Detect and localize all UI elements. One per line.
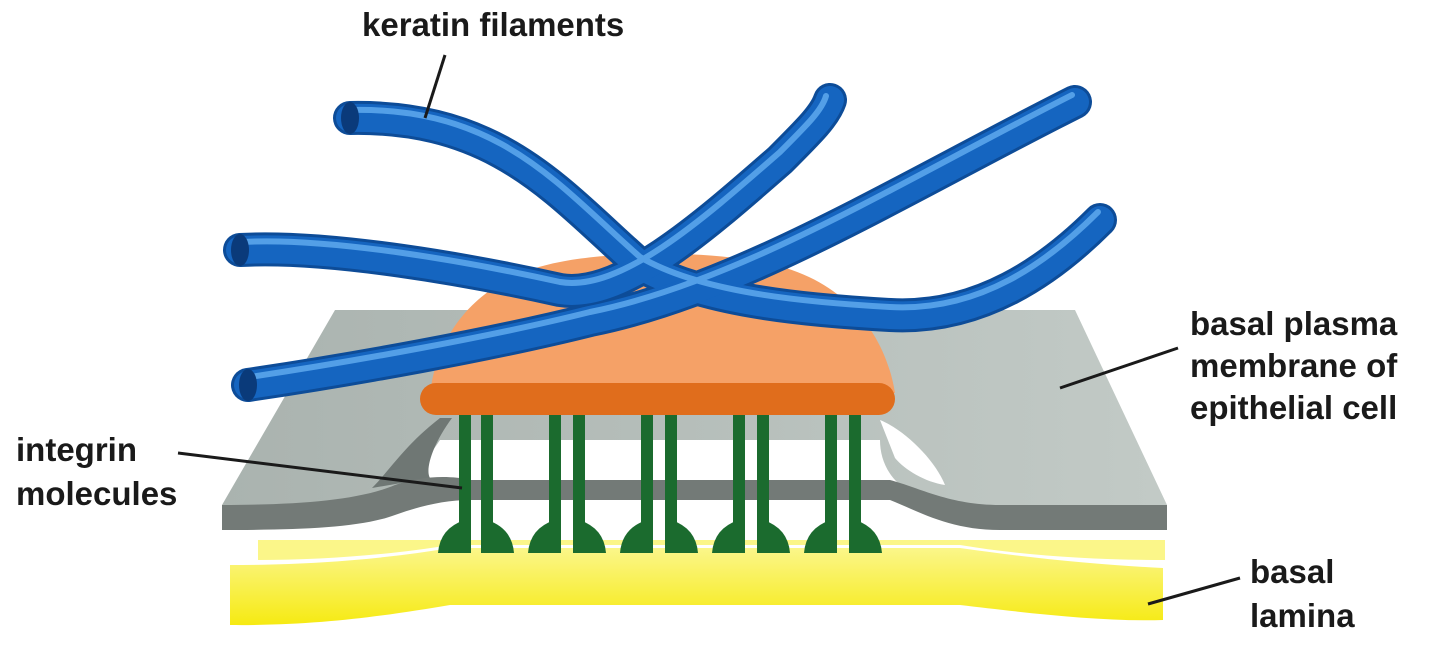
membrane-label-line-2: membrane of bbox=[1190, 347, 1398, 384]
leader-lines bbox=[177, 54, 1241, 606]
integrin-label-line-2: molecules bbox=[16, 475, 177, 512]
keratin-leader-line bbox=[423, 54, 447, 119]
integrin-feet bbox=[438, 520, 882, 553]
integrin-foot bbox=[763, 520, 790, 553]
integrin-stalk bbox=[757, 410, 769, 553]
integrin-molecules bbox=[459, 410, 861, 553]
integrin-foot bbox=[804, 520, 831, 553]
integrin-stalk bbox=[849, 410, 861, 553]
keratin-filament-2-body bbox=[226, 86, 844, 305]
integrin-foot bbox=[855, 520, 882, 553]
integrin-foot bbox=[528, 520, 555, 553]
integrin-foot bbox=[579, 520, 606, 553]
integrin-foot bbox=[712, 520, 739, 553]
lamina-leader-line bbox=[1147, 576, 1241, 606]
keratin-filament-2-highlight bbox=[239, 93, 829, 286]
integrin-foot bbox=[438, 520, 465, 553]
membrane-label-line-3: epithelial cell bbox=[1190, 389, 1397, 426]
integrin-stalk bbox=[665, 410, 677, 553]
basal-lamina-label-line-2: lamina bbox=[1250, 597, 1355, 634]
keratin-filament-1-highlight bbox=[349, 106, 1101, 311]
integrin-foot bbox=[620, 520, 647, 553]
integrin-stalk bbox=[573, 410, 585, 553]
membrane-highlight bbox=[880, 420, 945, 485]
keratin-end-cap bbox=[239, 369, 257, 401]
integrin-stalk bbox=[825, 410, 837, 553]
integrin-label-line-1: integrin bbox=[16, 431, 137, 468]
integrin-stalk bbox=[549, 410, 561, 553]
membrane-edge bbox=[222, 477, 1167, 530]
basal-lamina-label-line-1: basal bbox=[1250, 553, 1334, 590]
integrin-leader-line bbox=[177, 451, 463, 490]
keratin-filament-1-body bbox=[336, 103, 1114, 330]
keratin-filament-3-highlight bbox=[247, 92, 1075, 380]
integrin-stalk bbox=[733, 410, 745, 553]
keratin-filaments-label: keratin filaments bbox=[362, 6, 624, 43]
membrane-label-line-1: basal plasma bbox=[1190, 305, 1398, 342]
integrin-stalk bbox=[641, 410, 653, 553]
membrane-cavity bbox=[372, 418, 452, 488]
integrin-stalk bbox=[481, 410, 493, 553]
membrane-leader-line bbox=[1059, 346, 1179, 390]
basal-lamina-front bbox=[230, 548, 1163, 626]
integrin-foot bbox=[487, 520, 514, 553]
keratin-filaments bbox=[223, 83, 1117, 402]
plaque-base bbox=[420, 383, 895, 415]
integrin-foot bbox=[671, 520, 698, 553]
keratin-end-cap bbox=[341, 102, 359, 134]
keratin-filament-3-body bbox=[234, 88, 1089, 399]
integrin-stalk bbox=[459, 410, 471, 553]
keratin-end-cap bbox=[231, 234, 249, 266]
